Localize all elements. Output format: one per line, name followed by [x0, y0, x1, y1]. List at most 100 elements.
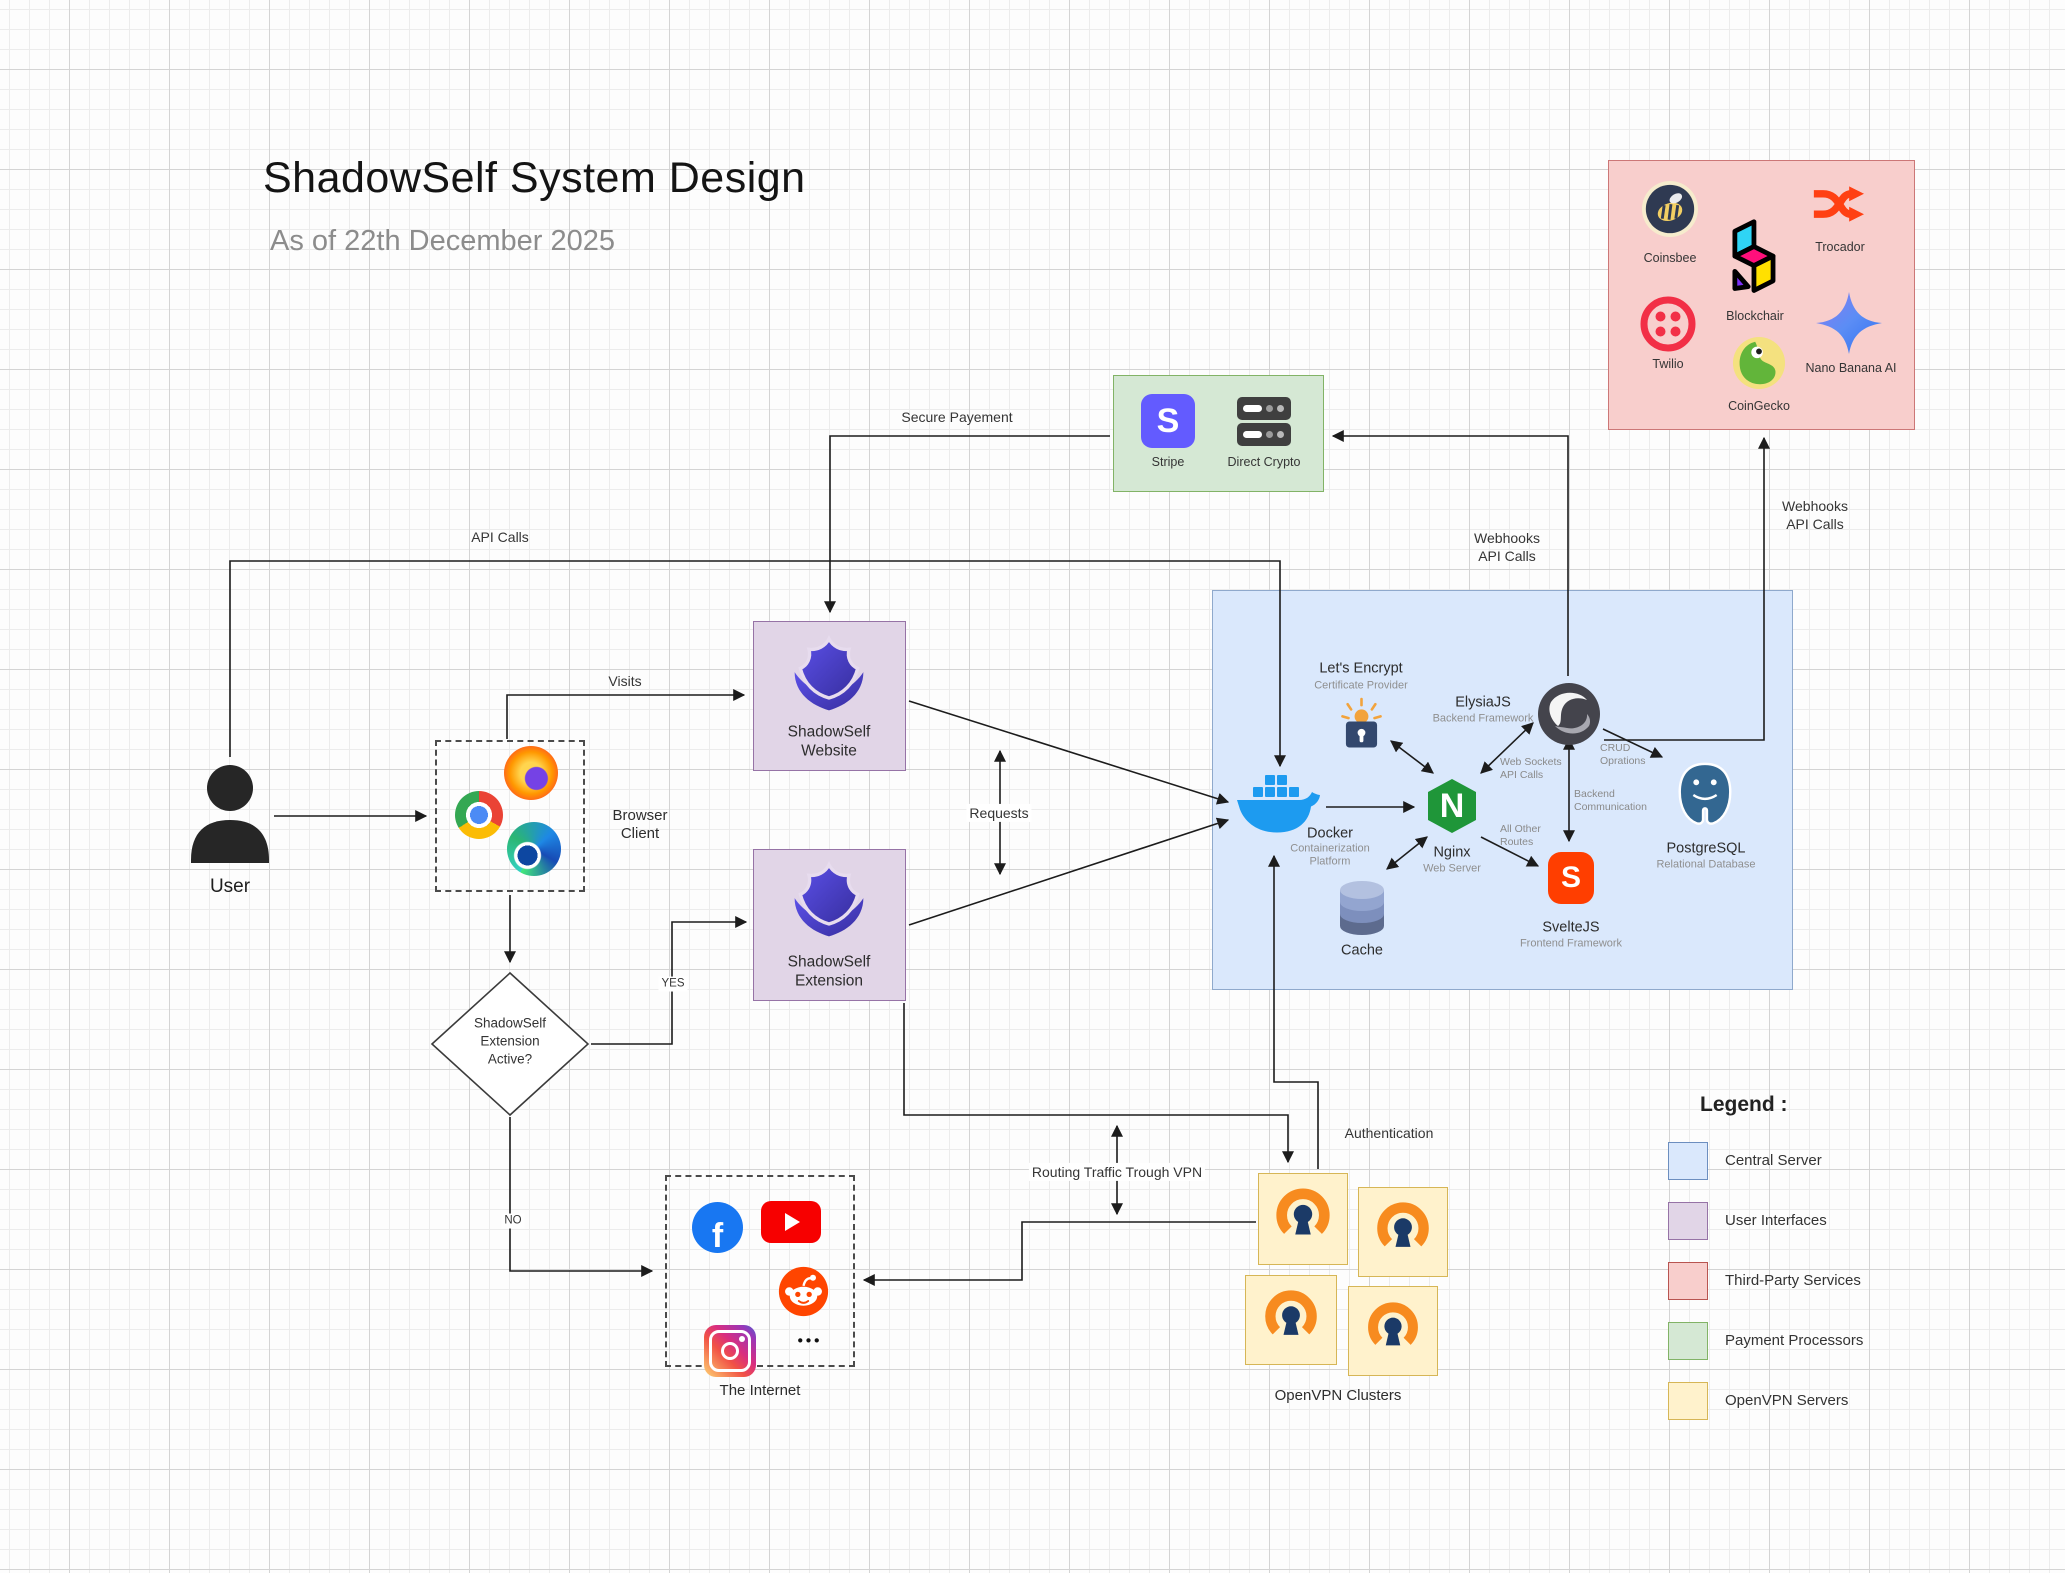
decision-label: ShadowSelf Extension Active? [473, 1015, 547, 1068]
edge-label-web-sockets: Web Sockets API Calls [1500, 756, 1562, 781]
openvpn-icon [1272, 1186, 1334, 1253]
legend-label-user-interfaces: User Interfaces [1725, 1212, 1827, 1229]
website-label: ShadowSelf Website [787, 723, 871, 759]
coinsbee-label: Coinsbee [1643, 251, 1697, 265]
lets-encrypt-icon [1339, 696, 1384, 759]
reddit-icon [777, 1265, 830, 1323]
edge-website-docker [908, 700, 1230, 805]
page-title: ShadowSelf System Design [263, 154, 806, 202]
nginx-glyph: N [1440, 787, 1465, 825]
edge-visits [506, 689, 746, 739]
legend-label-third-party: Third-Party Services [1725, 1272, 1861, 1289]
openvpn-box-1 [1258, 1173, 1348, 1265]
edge-label-requests: Requests [966, 803, 1032, 823]
edge-label-secure-payment: Secure Payement [901, 408, 1013, 425]
nano-banana-ai-label: Nano Banana AI [1805, 361, 1897, 375]
openvpn-box-2 [1358, 1187, 1448, 1277]
postgresql-label: PostgreSQL [1666, 840, 1746, 857]
openvpn-icon [1261, 1288, 1321, 1353]
openvpn-clusters-label: OpenVPN Clusters [1274, 1387, 1402, 1404]
coinsbee-icon [1641, 180, 1699, 243]
svelte-label: SvelteJS [1542, 919, 1600, 936]
coingecko-icon [1732, 336, 1786, 395]
stripe-icon: S [1141, 394, 1195, 448]
docker-label: Docker [1307, 825, 1353, 842]
trocador-icon [1812, 182, 1864, 231]
legend-swatch-user-interfaces [1668, 1202, 1708, 1240]
twilio-label: Twilio [1652, 357, 1684, 371]
svelte-sublabel: Frontend Framework [1519, 937, 1623, 950]
coingecko-label: CoinGecko [1728, 399, 1790, 413]
edge-routing [903, 1003, 1294, 1164]
nginx-label: Nginx [1433, 844, 1471, 861]
user-label: User [209, 876, 251, 897]
openvpn-icon [1364, 1300, 1422, 1363]
docker-sublabel: Containerization Platform [1290, 842, 1370, 867]
facebook-glyph: f [711, 1217, 724, 1253]
edge-label-api-calls: API Calls [471, 528, 529, 545]
edge-label-no: NO [501, 1213, 525, 1229]
elysia-label: ElysiaJS [1455, 694, 1511, 711]
edge-no [509, 1117, 654, 1277]
blockchair-label: Blockchair [1726, 309, 1784, 323]
postgresql-sublabel: Relational Database [1656, 858, 1756, 871]
edge-label-webhooks-center: Webhooks API Calls [1474, 529, 1540, 564]
cache-icon [1338, 878, 1386, 941]
nginx-icon: N [1426, 778, 1478, 839]
page-subtitle: As of 22th December 2025 [270, 225, 615, 257]
legend-swatch-payment [1668, 1322, 1708, 1360]
direct-crypto-label: Direct Crypto [1227, 455, 1301, 469]
edge-label-authentication: Authentication [1344, 1124, 1434, 1141]
lets-encrypt-label: Let's Encrypt [1319, 660, 1403, 677]
openvpn-box-3 [1245, 1275, 1337, 1365]
docker-icon [1236, 774, 1320, 839]
website-shield-icon [786, 634, 872, 723]
edge-label-backend-communication: Backend Communication [1574, 788, 1647, 813]
openvpn-icon [1373, 1200, 1433, 1265]
internet-label: The Internet [719, 1382, 801, 1399]
edge-extension-docker [908, 817, 1230, 926]
stripe-label: Stripe [1151, 455, 1185, 469]
edge-label-yes: YES [658, 976, 688, 992]
legend-swatch-central-server [1668, 1142, 1708, 1180]
firefox-icon [504, 746, 558, 800]
elysia-icon [1537, 682, 1601, 751]
svelte-icon: S [1548, 852, 1594, 904]
direct-crypto-icon [1237, 397, 1291, 449]
edge-browser-icon [507, 822, 561, 876]
more-services-icon: ••• [797, 1332, 823, 1350]
instagram-icon [704, 1325, 756, 1377]
user-icon [185, 760, 275, 877]
legend-swatch-openvpn [1668, 1382, 1708, 1420]
browser-client-label: Browser Client [612, 807, 668, 842]
stripe-glyph: S [1156, 401, 1180, 440]
postgresql-icon [1670, 760, 1740, 833]
facebook-icon: f [692, 1202, 743, 1253]
openvpn-box-4 [1348, 1286, 1438, 1376]
blockchair-icon [1727, 216, 1779, 305]
edge-label-routing: Routing Traffic Trough VPN [1028, 1162, 1206, 1182]
extension-label: ShadowSelf Extension [787, 953, 871, 989]
edge-vpn-internet [862, 1221, 1256, 1286]
legend-label-openvpn: OpenVPN Servers [1725, 1392, 1849, 1409]
legend-label-payment: Payment Processors [1725, 1332, 1864, 1349]
legend-title: Legend : [1700, 1093, 1788, 1116]
edge-label-crud-operations: CRUD Oprations [1600, 742, 1646, 767]
legend-swatch-third-party [1668, 1262, 1708, 1300]
edge-label-all-other-routes: All Other Routes [1500, 823, 1541, 848]
edge-secure-payment [824, 435, 1110, 614]
svelte-glyph: S [1560, 861, 1581, 894]
youtube-icon [761, 1201, 821, 1243]
twilio-icon [1640, 296, 1696, 357]
extension-shield-icon [786, 860, 872, 949]
trocador-label: Trocador [1815, 240, 1865, 254]
chrome-icon [455, 791, 503, 839]
nginx-sublabel: Web Server [1423, 862, 1481, 875]
lets-encrypt-sublabel: Certificate Provider [1314, 679, 1408, 692]
internet-box [665, 1175, 855, 1367]
elysia-sublabel: Backend Framework [1432, 712, 1534, 725]
edge-label-webhooks-right: Webhooks API Calls [1782, 497, 1848, 532]
edge-label-visits: Visits [608, 672, 642, 689]
cache-label: Cache [1341, 942, 1383, 959]
